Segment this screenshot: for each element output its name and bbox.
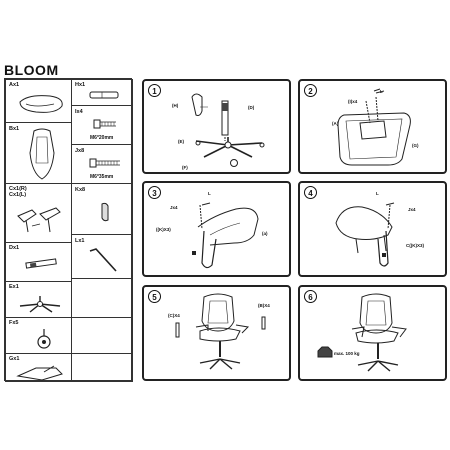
part-label-h: Hx1 bbox=[75, 82, 86, 88]
part-cell-d: Dx1 bbox=[5, 242, 72, 282]
step-5-panel: 5 (C)X4 (B)X4 bbox=[142, 285, 291, 381]
label-f: (F) bbox=[182, 165, 188, 170]
step-2-panel: 2 L (I)x4 (A) (G) bbox=[298, 79, 447, 174]
label-cx4: (C)X4 bbox=[168, 313, 180, 318]
label-l: L bbox=[380, 89, 383, 94]
part-label-a: Ax1 bbox=[9, 82, 20, 88]
page-title: BLOOM bbox=[4, 62, 59, 78]
part-cell-a: Ax1 bbox=[5, 79, 72, 123]
step-6-panel: 6 max. 100 kg bbox=[298, 285, 447, 381]
label-l: L bbox=[376, 191, 379, 196]
part-label-l: Lx1 bbox=[75, 238, 85, 244]
label-bx4: (B)X4 bbox=[258, 303, 270, 308]
part-cell-j: Jx8 M6*35mm bbox=[71, 144, 133, 184]
label-l: L bbox=[208, 191, 211, 196]
backrest-attach-right-illustration bbox=[335, 202, 395, 267]
washer-icon bbox=[101, 202, 109, 222]
part-cell-b: Bx1 bbox=[5, 122, 72, 184]
part-label-b: Bx1 bbox=[9, 126, 20, 132]
part-label-f: Fx5 bbox=[9, 320, 19, 326]
label-kx3: ((K)X3) bbox=[156, 227, 171, 232]
seat-cushion-icon bbox=[19, 95, 63, 113]
armrest-attach-illustration bbox=[175, 293, 266, 370]
parts-list: Ax1 Bx1 Cx1(R) Cx1(L) Dx1 Ex1 bbox=[4, 78, 133, 382]
part-cell-i: Ix4 M6*20mm bbox=[71, 105, 133, 145]
allen-key-icon bbox=[89, 248, 117, 272]
part-cell-f: Fx5 bbox=[5, 317, 72, 354]
step-number: 3 bbox=[148, 186, 161, 199]
bolt-long-size: M6*35mm bbox=[90, 174, 114, 180]
base-assembly-illustration bbox=[191, 93, 265, 167]
step-4-panel: 4 L Jx4 C((K)X3) bbox=[298, 181, 447, 277]
step-number: 1 bbox=[148, 84, 161, 97]
label-d: (D) bbox=[248, 105, 255, 110]
label-h: (H) bbox=[172, 103, 179, 108]
backrest-icon bbox=[29, 128, 55, 180]
backrest-attach-left-illustration bbox=[192, 202, 259, 269]
cover-tube-icon bbox=[89, 91, 119, 99]
part-cell-l: Lx1 bbox=[71, 234, 133, 279]
gas-lift-icon bbox=[25, 258, 57, 269]
part-label-k: Kx8 bbox=[75, 187, 86, 193]
bolt-short-icon bbox=[93, 119, 116, 129]
step-3-panel: 3 L Jx4 ((K)X3) (a) bbox=[142, 181, 291, 277]
caster-wheel-icon bbox=[37, 329, 51, 349]
step-number: 4 bbox=[304, 186, 317, 199]
part-cell-k: Kx8 bbox=[71, 183, 133, 235]
step-number: 6 bbox=[304, 290, 317, 303]
part-cell-g: Gx1 bbox=[5, 353, 72, 382]
part-cell-e: Ex1 bbox=[5, 281, 72, 318]
part-label-g: Gx1 bbox=[9, 356, 20, 362]
label-a: (a) bbox=[262, 231, 268, 236]
part-cell-c: Cx1(R) Cx1(L) bbox=[5, 183, 72, 243]
base-star-icon bbox=[19, 296, 61, 313]
part-label-d: Dx1 bbox=[9, 245, 20, 251]
part-cell-empty-2 bbox=[71, 317, 133, 354]
max-weight-label: max. 100 kg bbox=[334, 351, 360, 356]
part-cell-empty-1 bbox=[71, 278, 133, 318]
step-number: 2 bbox=[304, 84, 317, 97]
label-kx3: C((K)X3) bbox=[406, 243, 424, 248]
mechanism-to-seat-illustration bbox=[337, 88, 411, 166]
label-ix4: (I)x4 bbox=[348, 99, 358, 104]
label-a: (A) bbox=[332, 121, 339, 126]
part-label-c: Cx1(R) Cx1(L) bbox=[9, 186, 27, 198]
armrest-icon bbox=[17, 207, 61, 233]
label-jx4: Jx4 bbox=[408, 207, 416, 212]
bolt-long-icon bbox=[89, 158, 120, 168]
label-jx4: Jx4 bbox=[170, 205, 178, 210]
part-label-e: Ex1 bbox=[9, 284, 19, 290]
part-cell-h: Hx1 bbox=[71, 79, 133, 106]
label-e: (E) bbox=[178, 139, 184, 144]
part-label-j: Jx8 bbox=[75, 148, 85, 154]
finished-chair-illustration bbox=[317, 293, 407, 372]
part-cell-empty-3 bbox=[71, 353, 133, 382]
step-number: 5 bbox=[148, 290, 161, 303]
step-1-panel: 1 (H) (D) (E) (F) bbox=[142, 79, 291, 174]
bolt-short-size: M6*20mm bbox=[90, 135, 114, 141]
label-g: (G) bbox=[412, 143, 419, 148]
mechanism-icon bbox=[16, 365, 63, 381]
part-label-i: Ix4 bbox=[75, 109, 83, 115]
